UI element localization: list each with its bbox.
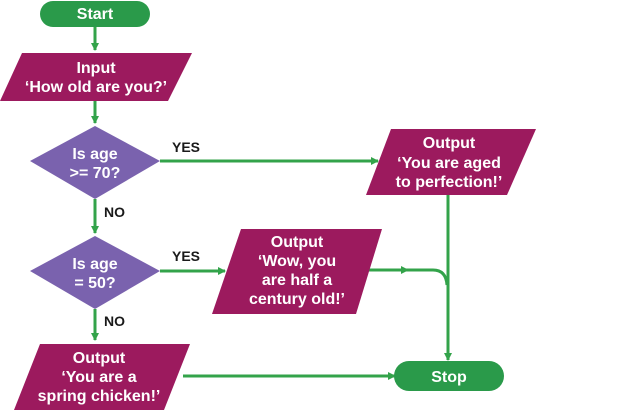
output3-title: Output: [73, 350, 126, 367]
output1-node: Output ‘You are aged to perfection!’: [366, 129, 536, 195]
edge-label-decision1-yes: YES: [172, 139, 200, 155]
input-text: ‘How old are you?’: [25, 79, 167, 96]
edge-label-decision2-yes: YES: [172, 248, 200, 264]
start-shape: [40, 1, 150, 27]
connectors: [91, 27, 452, 380]
output3-node: Output ‘You are a spring chicken!’: [14, 344, 190, 410]
output2-shape: [212, 229, 382, 314]
decision1-text-line2: >= 70?: [70, 165, 121, 182]
output2-text-line3: century old!’: [249, 291, 345, 308]
edge-label-decision2-no: NO: [104, 313, 125, 329]
start-node: Start: [40, 1, 150, 27]
input-title: Input: [76, 60, 116, 77]
output1-text-line1: ‘You are aged: [397, 155, 501, 172]
decision2-text-line2: = 50?: [74, 275, 115, 292]
decision2-node: Is age = 50?: [30, 236, 160, 309]
arrow-output2-merge: [408, 268, 449, 286]
output2-title: Output: [271, 234, 324, 251]
edge-label-decision1-no: NO: [104, 204, 125, 220]
decision2-text-line1: Is age: [72, 256, 117, 273]
output2-text-line1: ‘Wow, you: [258, 253, 336, 270]
stop-node: Stop: [394, 361, 504, 391]
output3-text-line2: spring chicken!’: [38, 388, 161, 405]
stop-label: Stop: [431, 369, 467, 386]
decision1-text-line1: Is age: [72, 146, 117, 163]
stop-shape: [394, 361, 504, 391]
input-node: Input ‘How old are you?’: [0, 53, 192, 101]
start-label: Start: [77, 6, 114, 23]
decision2-shape: [30, 236, 160, 309]
output2-text-line2: are half a: [262, 272, 332, 289]
input-shape: [0, 53, 192, 101]
output2-node: Output ‘Wow, you are half a century old!…: [212, 229, 382, 314]
output3-shape: [14, 344, 190, 410]
output1-shape: [366, 129, 536, 195]
output3-text-line1: ‘You are a: [61, 369, 136, 386]
decision1-node: Is age >= 70?: [30, 126, 160, 199]
decision1-shape: [30, 126, 160, 199]
output1-title: Output: [423, 135, 476, 152]
output1-text-line2: to perfection!’: [396, 174, 503, 191]
